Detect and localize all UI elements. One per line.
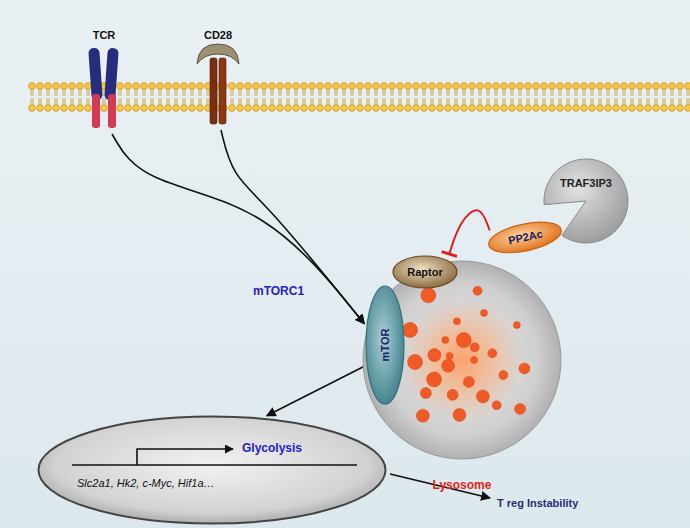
outcome-label: T reg Instability <box>497 497 578 509</box>
granule <box>463 376 474 387</box>
nucleus-outline <box>37 415 387 525</box>
gene-line <box>72 464 357 466</box>
activation-arrow <box>267 366 365 416</box>
cd28-receptor-text: CD28 <box>204 28 232 42</box>
tcr-receptor-text: TCR <box>93 28 116 42</box>
mtor-protein-ellipse <box>366 286 404 404</box>
granule <box>428 349 441 362</box>
granule <box>515 403 526 414</box>
lysosome-glow <box>402 300 522 420</box>
outcome-label-box: T reg Instability <box>497 493 578 511</box>
raptor-protein-ellipse <box>393 256 457 288</box>
granule <box>442 359 455 372</box>
tcr-receptor-outline <box>78 28 130 132</box>
tcr-transmembrane <box>92 94 100 128</box>
granule <box>408 354 423 369</box>
tcr-transmembrane <box>108 94 116 128</box>
granule <box>446 353 453 360</box>
signal-arrow <box>221 130 364 324</box>
inhibition-line <box>449 210 489 254</box>
cell-membrane <box>28 82 690 112</box>
cd28-stalk <box>219 58 226 124</box>
lysosome-body <box>363 261 561 459</box>
lysosome-text: Lysosome <box>433 478 492 492</box>
granule <box>416 409 429 422</box>
granule <box>403 322 418 337</box>
granule <box>453 408 466 421</box>
tcr-receptor: TCR <box>78 28 130 132</box>
signal-arrow <box>112 134 364 324</box>
granule <box>456 333 471 348</box>
granule <box>453 318 460 325</box>
granule <box>513 322 520 329</box>
pp2ac-protein-ellipse <box>486 216 564 258</box>
tcr-chain <box>104 48 119 101</box>
mtor-protein: mTOR <box>365 285 405 405</box>
granule <box>421 288 436 303</box>
cd28-receptor-outline <box>188 28 248 128</box>
raptor-protein-text: Raptor <box>407 265 442 279</box>
promoter-arrow <box>137 449 233 465</box>
granule <box>473 286 482 295</box>
granule <box>481 309 488 316</box>
granule <box>427 372 442 387</box>
complex-label-box: mTORC1 <box>253 281 304 299</box>
granule <box>492 401 501 410</box>
lysosome-granules <box>403 286 530 422</box>
nucleus-body <box>39 417 386 524</box>
granule <box>420 388 431 399</box>
tcr-chain <box>88 48 103 101</box>
granule <box>476 390 489 403</box>
nucleus: GlycolysisSlc2a1, Hk2, c-Myc, Hif1a… <box>37 415 387 525</box>
nucleus-text: Slc2a1, Hk2, c-Myc, Hif1a… <box>77 476 215 490</box>
pp2ac-protein: PP2Ac <box>487 223 563 252</box>
mtor-protein-text: mTOR <box>378 329 392 362</box>
granule <box>488 349 497 358</box>
granule <box>470 343 479 352</box>
granule <box>471 357 478 364</box>
nucleus-text: Glycolysis <box>242 441 302 455</box>
raptor-protein: Raptor <box>392 255 458 289</box>
cd28-receptor: CD28 <box>188 28 248 128</box>
granule <box>447 389 458 400</box>
granule <box>442 337 449 344</box>
complex-label: mTORC1 <box>253 284 304 298</box>
granule <box>499 371 508 380</box>
cd28-stalk <box>210 58 217 124</box>
cd28-cap <box>197 44 239 64</box>
traf3ip3-protein-text: TRAF3IP3 <box>560 176 612 190</box>
granule <box>519 363 530 374</box>
